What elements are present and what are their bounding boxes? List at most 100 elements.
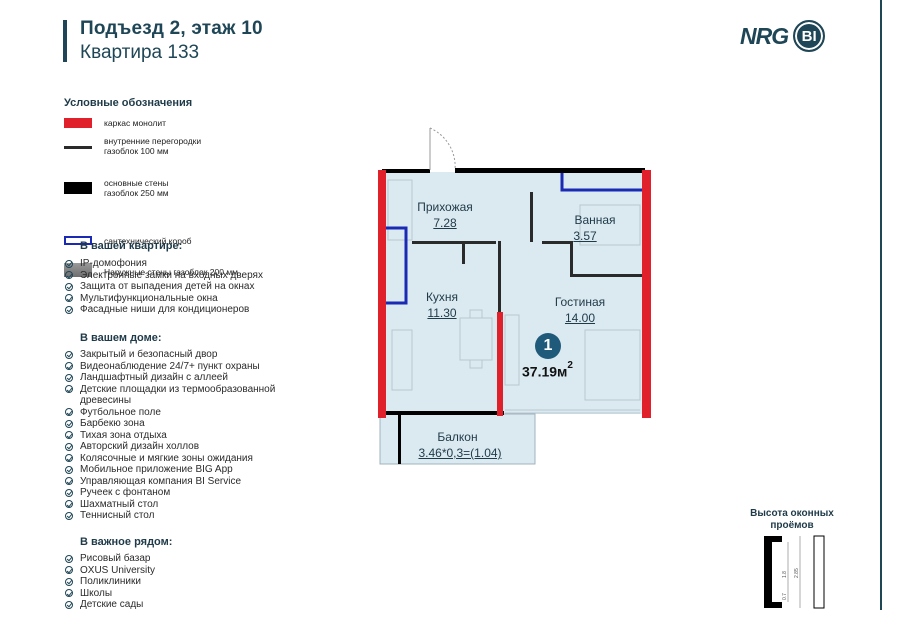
list-item: Рисовый базар bbox=[64, 553, 324, 565]
legend-title: Условные обозначения bbox=[64, 97, 193, 109]
entrance-floor-title: Подъезд 2, этаж 10 bbox=[80, 18, 263, 39]
window-height-diagram: 1.8 2.85 0.7 bbox=[764, 535, 825, 609]
logo-text: NRG bbox=[740, 22, 789, 49]
check-circle-icon bbox=[65, 419, 73, 428]
list-apartment: IP-домофония Электронные замки на входны… bbox=[64, 258, 324, 316]
door-swing-arc bbox=[429, 127, 456, 171]
list-item: Ручеек с фонтаном bbox=[64, 487, 309, 499]
check-circle-icon bbox=[65, 294, 73, 302]
check-circle-icon bbox=[65, 431, 73, 439]
top-wall bbox=[455, 168, 645, 173]
plumbing-boxes bbox=[386, 173, 642, 305]
list-item: Авторский дизайн холлов bbox=[64, 441, 309, 453]
furniture bbox=[387, 179, 641, 414]
room-area-hall: 7.28 bbox=[433, 216, 457, 230]
bottom-wall bbox=[382, 411, 504, 415]
room-name-kitchen: Кухня bbox=[425, 290, 459, 304]
tv-stand bbox=[504, 314, 520, 386]
list-item: Защита от выпадения детей на окнах bbox=[64, 281, 324, 293]
list-item: Футбольное поле bbox=[64, 407, 309, 419]
check-circle-icon bbox=[65, 442, 73, 451]
list-item: Детские площадки из термообразованной др… bbox=[64, 384, 309, 407]
header-accent-bar bbox=[63, 20, 67, 62]
bath-partition-side bbox=[570, 241, 573, 276]
room-area-living: 14.00 bbox=[564, 311, 596, 325]
window-wall-left bbox=[764, 536, 772, 608]
chair bbox=[469, 309, 483, 319]
header: Подъезд 2, этаж 10 Квартира 133 bbox=[80, 18, 263, 64]
kitchen-stub bbox=[462, 244, 465, 264]
thick-wall-swatch-icon bbox=[64, 182, 92, 194]
room-area-balcony: 3.46*0,3=(1.04) bbox=[418, 446, 502, 460]
room-area-bath: 3.57 bbox=[573, 229, 597, 243]
list-item: Школы bbox=[64, 588, 324, 600]
check-circle-icon bbox=[65, 282, 73, 291]
check-circle-icon bbox=[65, 566, 73, 574]
list-nearby: Рисовый базар OXUS University Поликлиник… bbox=[64, 553, 324, 611]
check-circle-icon bbox=[65, 577, 73, 586]
check-circle-icon bbox=[65, 350, 73, 359]
list-item: OXUS University bbox=[64, 565, 324, 577]
list-item: Мультифункциональные окна bbox=[64, 293, 324, 305]
check-circle-icon bbox=[65, 362, 73, 370]
bath-partition-top bbox=[542, 241, 572, 244]
right-divider bbox=[880, 0, 882, 610]
list-item: IP-домофония bbox=[64, 258, 324, 270]
list-item: Электронные замки на входных дверях bbox=[64, 270, 324, 282]
balcony-floor bbox=[380, 414, 535, 464]
check-circle-icon bbox=[65, 589, 73, 597]
list-item: Управляющая компания BI Service bbox=[64, 476, 309, 488]
window-dim-3: 0.7 bbox=[782, 593, 788, 600]
check-circle-icon bbox=[65, 259, 73, 268]
kitchen-counter bbox=[391, 329, 413, 391]
top-wall-left bbox=[382, 169, 430, 173]
plumbing-swatch-icon bbox=[64, 236, 92, 245]
hall-kitchen-partition bbox=[412, 241, 496, 244]
check-circle-icon bbox=[65, 511, 73, 520]
floor-area bbox=[384, 172, 646, 414]
room-name-balcony: Балкон bbox=[437, 430, 478, 444]
check-circle-icon bbox=[65, 500, 73, 508]
room-area-kitchen: 11.30 bbox=[427, 306, 457, 320]
room-name-living: Гостиная bbox=[554, 295, 606, 309]
room-name-bath: Ванная bbox=[574, 213, 616, 227]
red-column-left bbox=[378, 170, 386, 418]
window-height-title: Высота оконных проёмов bbox=[750, 508, 834, 531]
entrance-door bbox=[429, 127, 456, 171]
legend: каркас монолит внутренние перегородки га… bbox=[64, 116, 324, 277]
list-item: Теннисный стол bbox=[64, 510, 309, 522]
section-title-apartment: В вашей квартире: bbox=[80, 240, 183, 252]
list-house: Закрытый и безопасный двор Видеонаблюден… bbox=[64, 349, 309, 522]
window-lintel bbox=[772, 536, 782, 542]
monolith-columns bbox=[378, 170, 651, 418]
check-circle-icon bbox=[65, 465, 73, 474]
logo-badge: BI bbox=[793, 20, 826, 52]
bathtub bbox=[579, 204, 641, 246]
check-circle-icon bbox=[65, 385, 73, 393]
check-circle-icon bbox=[65, 477, 73, 485]
list-item: Мобильное приложение BIG App bbox=[64, 464, 309, 476]
room-name-hall: Прихожая bbox=[417, 200, 473, 214]
window-wall-right bbox=[813, 535, 825, 609]
plumbing-box-bath bbox=[560, 173, 642, 192]
total-area: 37.19м2 bbox=[522, 360, 573, 380]
check-circle-icon bbox=[65, 488, 73, 497]
check-circle-icon bbox=[65, 408, 73, 416]
check-circle-icon bbox=[65, 454, 73, 462]
apartment-number-badge: 1 bbox=[535, 333, 561, 359]
legend-item-plumbing: сантехнический короб bbox=[64, 224, 324, 246]
red-column-center bbox=[497, 312, 503, 416]
balcony-divider bbox=[398, 414, 401, 464]
list-item: Ландшафтный дизайн с аллеей bbox=[64, 372, 309, 384]
section-title-nearby: В важное рядом: bbox=[80, 536, 173, 548]
red-column-right bbox=[642, 170, 651, 418]
check-circle-icon bbox=[65, 305, 73, 314]
list-item: Тихая зона отдыха bbox=[64, 430, 309, 442]
apartment-title: Квартира 133 bbox=[80, 42, 200, 63]
walls bbox=[382, 168, 645, 464]
list-item: Колясочные и мягкие зоны ожидания bbox=[64, 453, 309, 465]
brand-logo: NRG BI bbox=[740, 20, 826, 52]
window-sill bbox=[772, 602, 782, 608]
section-title-house: В вашем доме: bbox=[80, 332, 162, 344]
